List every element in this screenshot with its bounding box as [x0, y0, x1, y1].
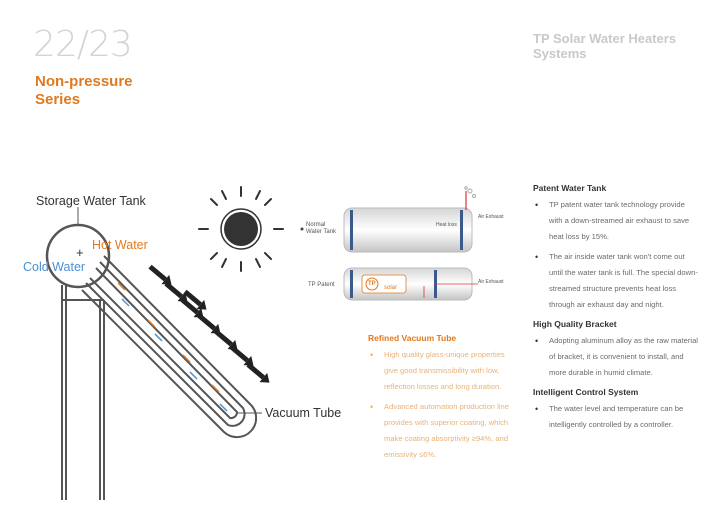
series-title: Non-pressure Series — [35, 73, 133, 108]
brand-title: TP Solar Water Heaters Systems — [533, 31, 677, 61]
patent-tank-heading: Patent Water Tank — [533, 183, 607, 193]
tank-comparison-image: Normal Water Tank TP Patent Air Exhaust … — [290, 186, 518, 306]
air-exhaust-label-2: Air Exhaust — [478, 279, 504, 285]
bracket-heading: High Quality Bracket — [533, 319, 617, 329]
flow-arrows — [117, 282, 228, 412]
vacuum-tube-bullet: High quality glass-unique properties giv… — [368, 347, 518, 395]
hot-water-label: Hot Water — [92, 238, 148, 252]
logo-mark: TP — [368, 281, 376, 287]
air-exhaust-label: Air Exhaust — [478, 214, 504, 220]
heat-loss-label: Heat loss — [436, 222, 457, 228]
bracket-bullet: Adopting aluminum alloy as the raw mater… — [533, 333, 698, 381]
tp-solar-logo — [361, 274, 407, 294]
vacuum-tube-feature: Refined Vacuum Tube High quality glass-u… — [368, 333, 518, 469]
page-number: 22/23 — [33, 24, 133, 65]
cold-water-label: Cold Water — [23, 260, 86, 274]
normal-tank-label: Normal Water Tank — [306, 222, 337, 235]
patent-tank-bullet: The air inside water tank won't come out… — [533, 249, 698, 313]
sun-icon — [198, 186, 284, 272]
plus-sign: + — [76, 245, 84, 260]
vacuum-tube-heading: Refined Vacuum Tube — [368, 333, 457, 343]
tp-patent-label: TP Patent — [308, 282, 335, 288]
vacuum-tube-label: Vacuum Tube — [265, 406, 342, 420]
logo-text: solar — [384, 285, 398, 291]
vacuum-tube-bullet: Advanced automation production line prov… — [368, 399, 518, 463]
patent-tank-bullet: TP patent water tank technology provide … — [533, 197, 698, 245]
tank-comparison-svg — [300, 186, 478, 301]
sunlight-arrows — [148, 264, 270, 383]
control-heading: Intelligent Control System — [533, 387, 639, 397]
feature-list: Patent Water Tank TP patent water tank t… — [533, 183, 698, 439]
storage-tank-label: Storage Water Tank — [36, 194, 146, 208]
control-bullet: The water level and temperature can be i… — [533, 401, 698, 433]
solar-heater-diagram — [45, 186, 284, 500]
